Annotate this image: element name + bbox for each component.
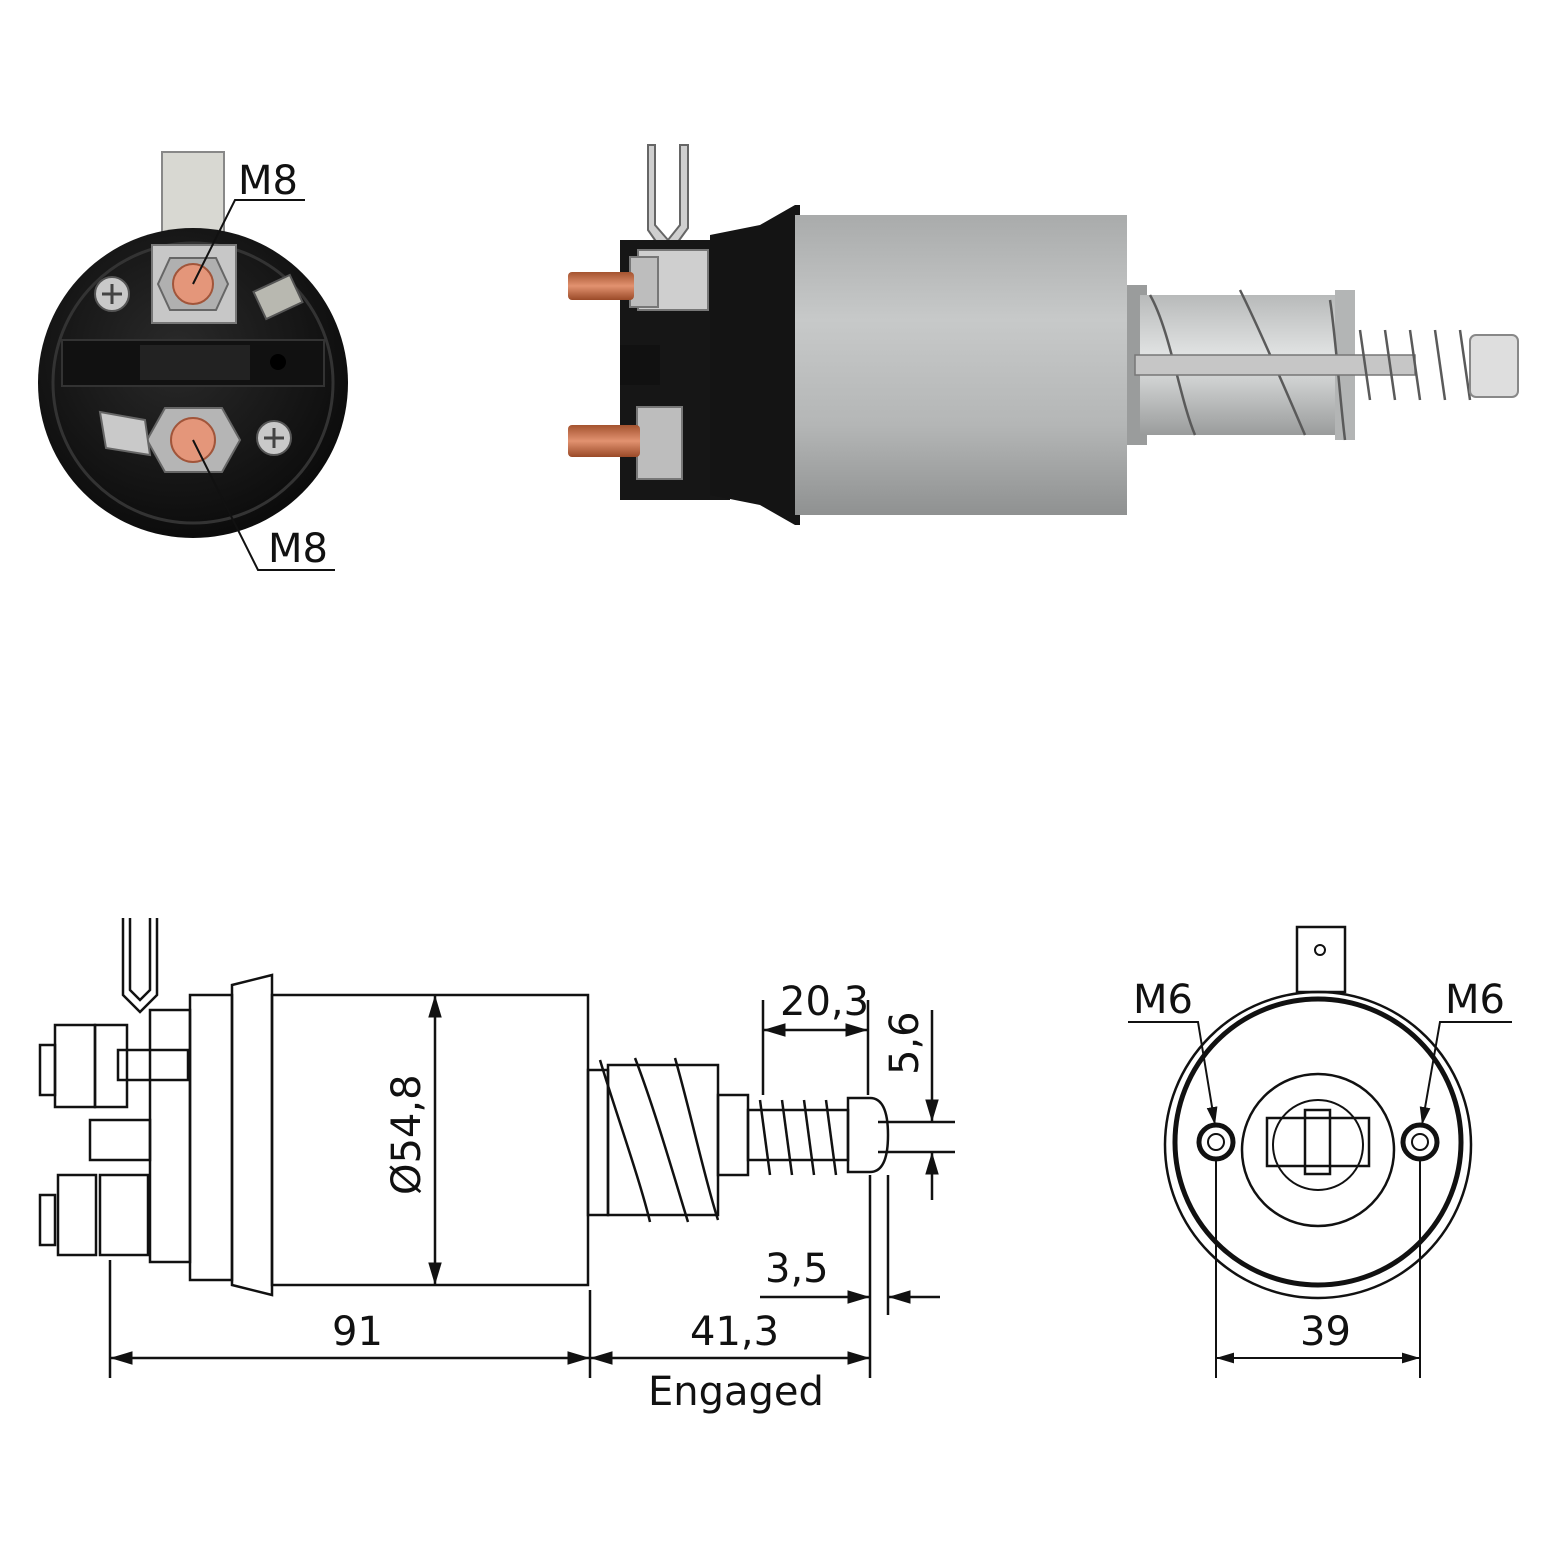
dim-label-diameter: Ø54,8: [384, 1074, 430, 1195]
dim-label-spacing: 39: [1300, 1309, 1351, 1355]
photo-copper-stud-upper: [568, 272, 634, 300]
photo-end-view: M8 M8: [38, 151, 348, 572]
drawing-end-outer: [1163, 990, 1473, 1300]
dim-label-gap: 3,5: [765, 1246, 829, 1292]
drawing-lower-stud: [38, 1193, 57, 1247]
drawing-end-slot: [1265, 1116, 1371, 1168]
photo-leader-bottom: [192, 439, 335, 571]
drawing-label-right-m6: M6: [1445, 977, 1505, 1023]
photo-housing: [795, 215, 1127, 515]
photo-nut-lower: [636, 406, 683, 480]
drawing-end-inner: [1240, 1072, 1396, 1228]
drawing-upper-stud: [38, 1043, 57, 1097]
dim-label-length: 91: [332, 1309, 383, 1355]
dim-label-engaged: Engaged: [648, 1369, 824, 1415]
drawing-end-pin: [846, 1096, 890, 1174]
photo-label-bottom-m8: M8: [268, 526, 328, 572]
drawing-end-rim: [1172, 996, 1464, 1288]
photo-small-spring: [1358, 329, 1472, 401]
photo-nut-upper: [629, 256, 659, 308]
drawing-plunger-spring: [598, 1057, 720, 1223]
drawing-side-view: [38, 918, 955, 1378]
drawing-side-labels: 91 41,3 Engaged Ø54,8 20,3 5,6 3,5: [332, 979, 928, 1415]
drawing-end-view: [1128, 925, 1512, 1378]
photo-black-flange: [710, 205, 800, 525]
dim-label-travel: 20,3: [780, 979, 869, 1025]
drawing-flange: [188, 993, 234, 1282]
drawing-leader-right: [1419, 1021, 1512, 1126]
photo-side-view: [568, 144, 1519, 525]
drawing-end-tab: [1295, 925, 1347, 994]
drawing-housing: [270, 993, 590, 1287]
dim-label-plunger: 41,3: [690, 1309, 779, 1355]
drawing-leader-left: [1128, 1021, 1218, 1126]
dim-label-pin: 5,6: [882, 1011, 928, 1075]
drawing-label-left-m6: M6: [1133, 977, 1193, 1023]
drawing-lower-nut: [56, 1173, 98, 1257]
drawing-upper-nut: [53, 1023, 97, 1109]
drawing-terminal-block: [148, 1008, 192, 1264]
drawing-small-spring: [758, 1099, 838, 1176]
drawing-spade-terminal: [121, 918, 159, 1014]
photo-end-pin: [1469, 334, 1519, 398]
photo-label-top-m8: M8: [238, 158, 298, 204]
photo-copper-stud-lower: [568, 425, 640, 457]
photo-rod: [1134, 354, 1416, 376]
drawing-end-hole-left: [1196, 1122, 1236, 1162]
photo-leader-top: [192, 199, 305, 285]
photo-small-spade: [252, 273, 304, 321]
drawing-end-labels: M6 M6 39: [1133, 977, 1505, 1355]
drawing-end-hole-right: [1400, 1122, 1440, 1162]
